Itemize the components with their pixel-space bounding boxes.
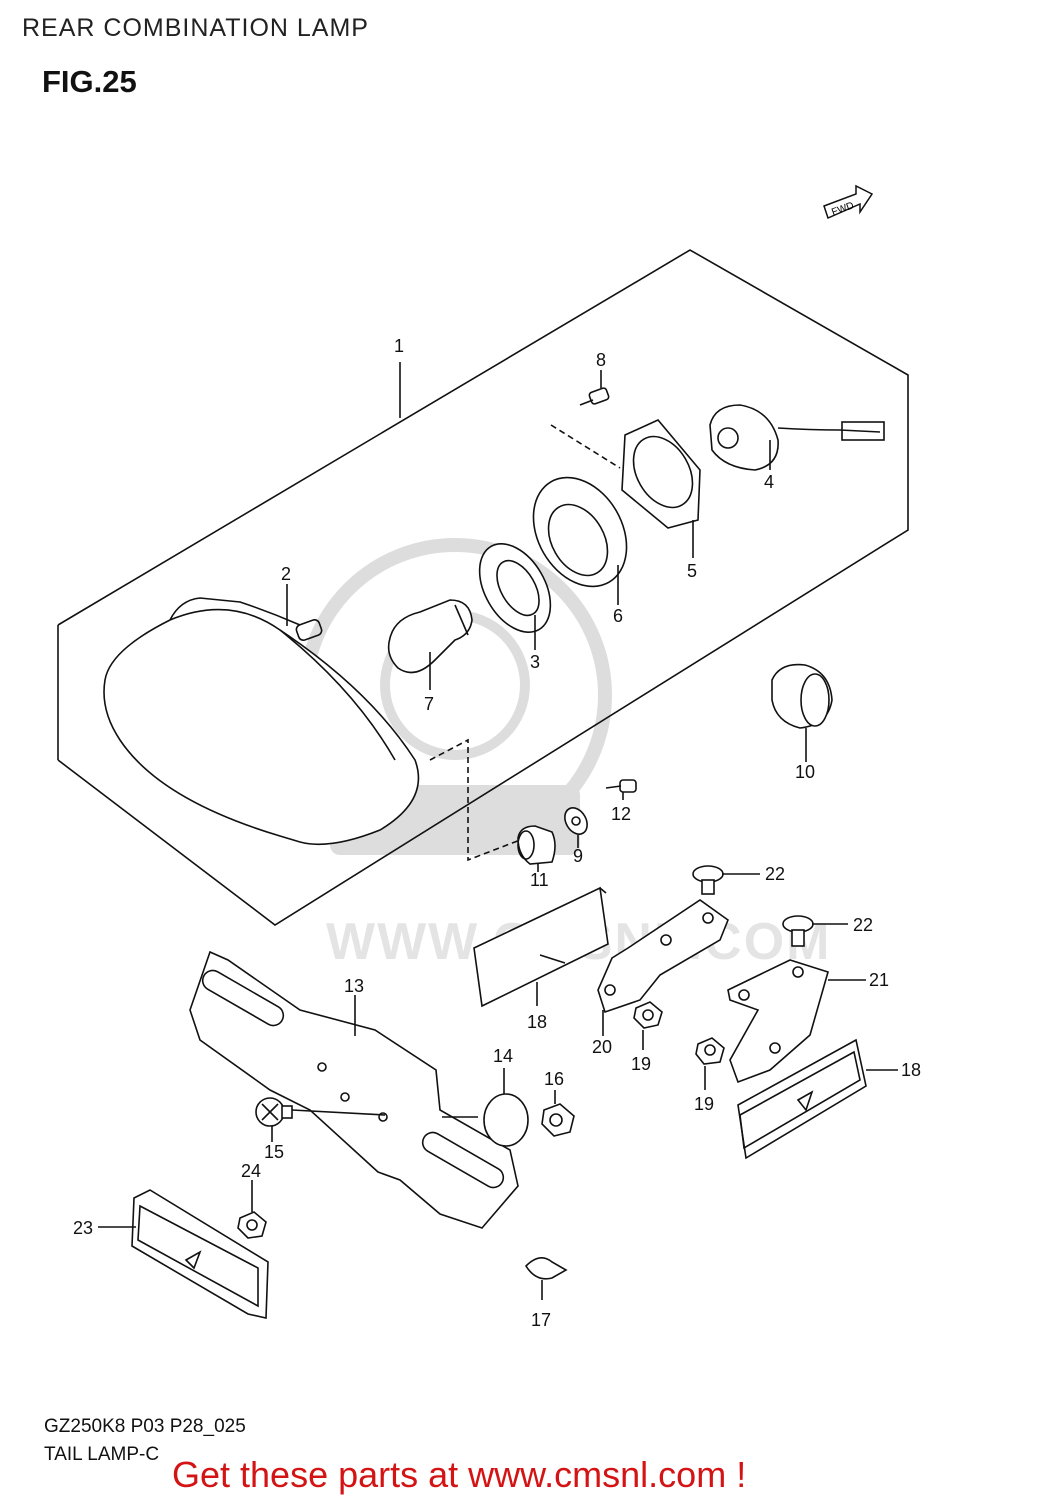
screw-part-22a [692,865,760,895]
promo-link[interactable]: Get these parts at www.cmsnl.com ! [172,1454,747,1495]
callout-7: 7 [424,694,434,714]
callout-2: 2 [281,564,291,584]
grommet-part [771,663,833,762]
screw-part-8 [550,370,621,469]
callout-19a: 19 [631,1054,651,1074]
reflector-part-b [737,1038,898,1160]
callout-20: 20 [592,1037,612,1057]
callout-11: 11 [530,870,549,890]
callout-8: 8 [596,350,606,370]
page-title: REAR COMBINATION LAMP [22,14,369,42]
nut-part-19a [633,1001,663,1050]
callout-18a: 18 [527,1012,547,1032]
tail-lamp-assembly-outline [57,249,909,926]
nut-part-19b [695,1037,725,1090]
bracket-part-21 [727,959,866,1084]
washer-part [564,807,588,848]
reflector-part-23 [98,1189,269,1319]
bracket-part-20 [597,899,729,1036]
callout-9: 9 [573,846,583,866]
license-bracket-part [189,950,519,1229]
callout-6: 6 [613,606,623,626]
callout-22b: 22 [853,915,873,935]
fwd-arrow-icon: FWD [823,184,874,220]
callout-4: 4 [764,472,774,492]
cap-part-14 [483,1068,529,1147]
callout-23: 23 [73,1218,93,1238]
bulb-part [387,599,473,690]
callout-14: 14 [493,1046,513,1066]
clip-part-17 [524,1257,568,1300]
figure-label: FIG.25 [42,64,137,99]
socket-ring-part [532,476,628,605]
lamp-lens-part [103,584,420,846]
diagram-name: TAIL LAMP-C [44,1444,160,1465]
callout-12: 12 [611,804,631,824]
callout-21: 21 [869,970,889,990]
reflector-plate-part-a [473,886,609,1008]
fastener-part-15 [255,1097,386,1142]
screw-part-22b [782,915,848,947]
housing-plate-part [621,419,701,558]
callout-19b: 19 [694,1094,714,1114]
diagram-code: GZ250K8 P03 P28_025 [44,1416,246,1437]
callout-13: 13 [344,976,364,996]
screw-part-12 [605,779,637,800]
callout-10: 10 [795,762,815,782]
callout-16: 16 [544,1069,564,1089]
nut-part-24 [237,1180,267,1239]
callout-1: 1 [394,336,404,356]
gasket-part [478,543,552,650]
callout-3: 3 [530,652,540,672]
callout-17: 17 [531,1310,551,1330]
socket-wire-part [709,404,885,471]
callout-5: 5 [687,561,697,581]
callout-22a: 22 [765,864,785,884]
callout-24: 24 [241,1161,261,1181]
callout-15: 15 [264,1142,284,1162]
spacer-part [517,825,556,872]
nut-part-16 [541,1090,575,1137]
callout-18b: 18 [901,1060,921,1080]
